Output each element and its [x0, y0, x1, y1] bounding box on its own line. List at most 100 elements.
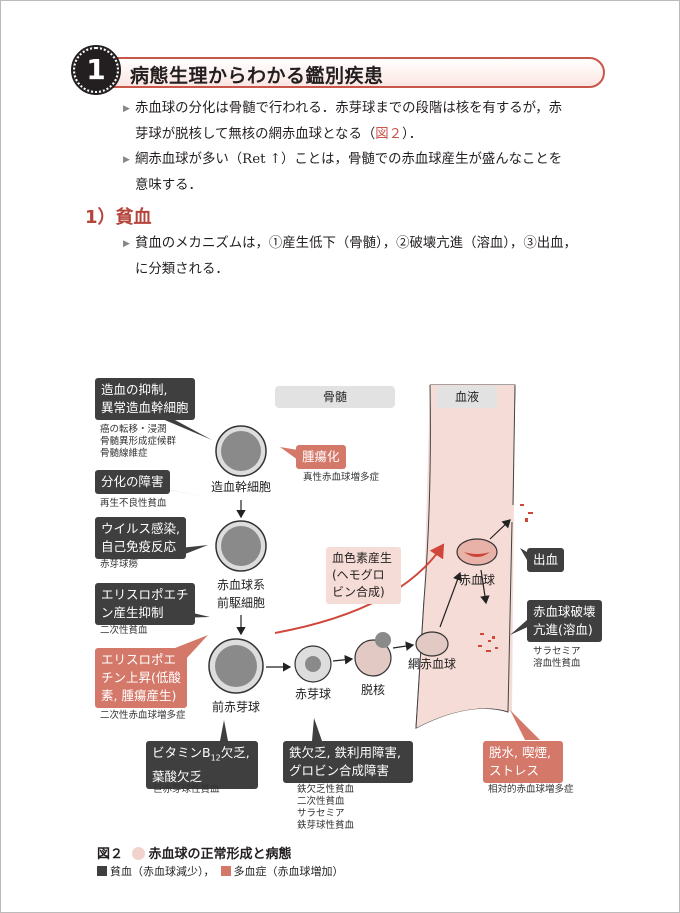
bullet-triangle-icon: ▶ [123, 155, 130, 165]
cell-label-hsc: 造血幹細胞 [210, 480, 271, 494]
text: 自己免疫反応 [101, 539, 177, 554]
note: 骨髄線維症 [100, 448, 148, 459]
text-line: 網赤血球が多い（Ret ↑）ことは，骨髄での赤血球産生が盛んなことを [135, 152, 563, 167]
figure-legend: 貧血（赤血球減少）， 多血症（赤血球増加） [97, 863, 344, 879]
text-line: 芽球が脱核して無核の網赤血球となる（図２）． [135, 122, 610, 148]
callout-dehydration: 脱水, 喫煙, ストレス [483, 741, 563, 783]
erythroblast-cell [294, 645, 332, 683]
text: 鉄欠乏, 鉄利用障害, [289, 745, 401, 760]
bullet-paragraph: ▶ 網赤血球が多い（Ret ↑）ことは，骨髄での赤血球産生が盛んなことを 意味す… [123, 147, 610, 199]
legend-swatch-anemia [97, 866, 107, 876]
text: 赤血球破壊 [533, 604, 596, 619]
text: 芽球が脱核して無核の網赤血球となる（ [135, 127, 376, 142]
hsc-cell [215, 425, 267, 477]
text: 脱水, 喫煙, [489, 745, 551, 760]
figure-title: 赤血球の正常形成と病態 [148, 847, 292, 862]
text: ストレス [489, 763, 540, 778]
flow-arrows [236, 500, 511, 672]
section-number-badge: 1 [71, 45, 121, 95]
callout-hemolysis: 赤血球破壊亢進(溶血) [527, 600, 602, 642]
text-line: 意味する． [135, 178, 202, 193]
cell-label-enucleation: 脱核 [360, 683, 385, 697]
text: ビタミンB12欠乏, [152, 744, 252, 768]
enucleation-cell [354, 632, 392, 677]
callout-b12-deficiency: ビタミンB12欠乏,葉酸欠乏 [146, 741, 258, 789]
bullet-triangle-icon: ▶ [123, 104, 130, 114]
text-line: 貧血のメカニズムは，①産生低下（骨髄），②破壊亢進（溶血），③出血， [135, 236, 577, 251]
note: 相対的赤血球増多症 [488, 784, 574, 795]
text: 亢進(溶血) [533, 622, 593, 637]
text: 前駆細胞 [216, 596, 265, 610]
cell-label-rbc: 赤血球 [458, 573, 495, 587]
callout-hemoglobin-synthesis: 血色素産生(ヘモグロビン合成) [326, 547, 401, 604]
callout-epo-suppression: エリスロポエチン産生抑制 [95, 583, 195, 625]
text: ）． [402, 127, 423, 142]
text: 赤血球系 [216, 578, 265, 592]
text: ウイルス感染, [101, 521, 180, 536]
note: 鉄欠乏性貧血 [297, 784, 355, 795]
note: 再生不良性貧血 [100, 498, 167, 509]
subscript: 12 [210, 753, 221, 763]
text: エリスロポエ [101, 652, 177, 667]
reticulocyte-cell [415, 631, 449, 657]
note: 真性赤血球増多症 [303, 472, 380, 483]
callout-notes: サラセミア溶血性貧血 [533, 646, 581, 670]
subsection-title: 1）貧血 [85, 207, 152, 228]
callout-virus: ウイルス感染, 自己免疫反応 [95, 517, 186, 559]
text: 素, 腫瘍産生) [101, 688, 177, 703]
callout-notes: 癌の転移・浸潤骨髄異形成症候群骨髄線維症 [100, 424, 176, 460]
cell-label-reticulocyte: 網赤血球 [407, 657, 456, 671]
section-header-bar [100, 57, 605, 88]
callout-bleeding: 出血 [527, 548, 565, 572]
legend-label: 貧血（赤血球減少）， [110, 865, 215, 878]
note: 二次性赤血球増多症 [100, 710, 186, 721]
bullet-paragraph: ▶ 貧血のメカニズムは，①産生低下（骨髄），②破壊亢進（溶血），③出血， に分類… [123, 231, 610, 283]
callout-notes: 鉄欠乏性貧血二次性貧血サラセミア鉄芽球性貧血 [297, 784, 354, 832]
callout-iron-deficiency: 鉄欠乏, 鉄利用障害, グロビン合成障害 [283, 741, 413, 783]
bleeding-drops [520, 504, 533, 522]
text: ン産生抑制 [101, 605, 164, 620]
callout-tumor: 腫瘍化 [296, 445, 346, 469]
legend-swatch-polycythemia [220, 866, 231, 876]
figure-reference-link[interactable]: 図２ [375, 127, 403, 142]
text: 血色素産生 [332, 551, 393, 565]
cell-label-proerythroblast: 前赤芽球 [211, 700, 260, 714]
progenitor-cell [215, 520, 267, 572]
figure-number: 図２ [97, 847, 124, 862]
section-title: 病態生理からわかる鑑別疾患 [130, 65, 384, 87]
text: グロビン合成障害 [289, 763, 390, 778]
note: 癌の転移・浸潤 [100, 424, 167, 435]
callout-epo-increase: エリスロポエチン上昇(低酸素, 腫瘍産生) [95, 648, 187, 708]
bullet-paragraph: ▶ 赤血球の分化は骨髄で行われる．赤芽球までの段階は核を有するが，赤 芽球が脱核… [123, 96, 610, 148]
callout-hematopoiesis-suppression: 造血の抑制, 異常造血幹細胞 [95, 378, 195, 420]
callout-differentiation: 分化の障害 [95, 470, 170, 494]
text: チン上昇(低酸 [101, 670, 181, 685]
note: 二次性貧血 [100, 625, 148, 636]
text: エリスロポエチ [101, 587, 189, 602]
note: 二次性貧血 [297, 796, 345, 807]
figure-caption: 図２ 赤血球の正常形成と病態 [97, 843, 292, 862]
text: 葉酸欠乏 [152, 768, 203, 784]
note: サラセミア [533, 646, 581, 657]
cell-label-erythroblast: 赤芽球 [294, 687, 331, 701]
bullet-triangle-icon: ▶ [123, 239, 130, 249]
note: 赤芽球癆 [100, 559, 139, 570]
text: (ヘモグロ [332, 568, 385, 582]
region-label-marrow: 骨髄 [275, 386, 395, 408]
text: 異常造血幹細胞 [101, 400, 189, 415]
rbc-cell [456, 538, 498, 566]
note: サラセミア [297, 808, 345, 819]
note: 鉄芽球性貧血 [297, 820, 355, 831]
region-label-blood: 血液 [437, 386, 497, 408]
note: 骨髄異形成症候群 [100, 436, 177, 447]
text: 造血の抑制, [101, 382, 168, 397]
proerythroblast-cell [208, 638, 264, 694]
text: ビタミンB [152, 745, 211, 760]
text-line: 赤血球の分化は骨髄で行われる．赤芽球までの段階は核を有するが，赤 [135, 101, 563, 116]
text-line: に分類される． [135, 262, 229, 277]
legend-label: 多血症（赤血球増加） [233, 865, 344, 878]
cell-label-progenitor: 赤血球系前駆細胞 [201, 576, 281, 612]
note: 溶血性貧血 [533, 658, 581, 669]
note: 巨赤芽球性貧血 [153, 784, 220, 795]
